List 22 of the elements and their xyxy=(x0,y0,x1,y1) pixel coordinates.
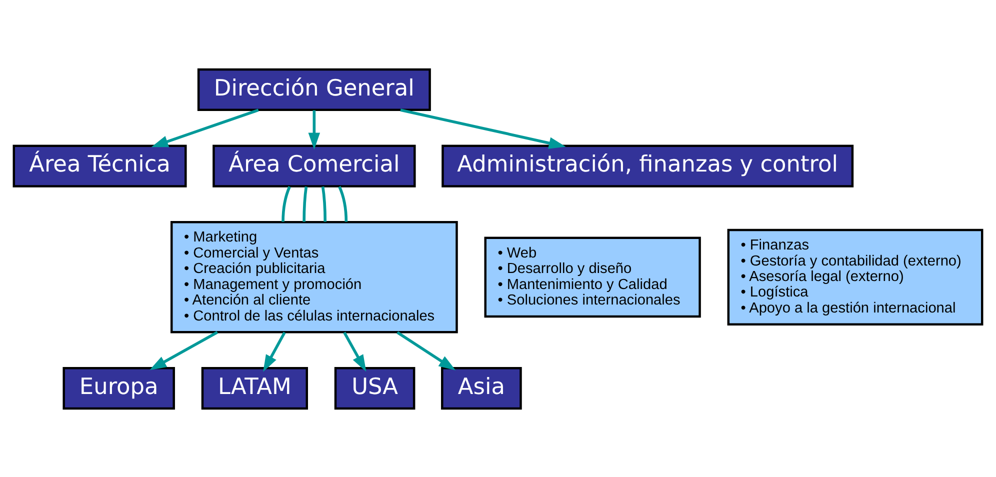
connector xyxy=(321,186,327,222)
node-box: Asia xyxy=(441,366,522,410)
node-box: LATAM xyxy=(201,366,308,410)
arrow xyxy=(263,331,286,372)
node-box: Europa xyxy=(62,366,175,410)
connector xyxy=(302,186,308,222)
connector xyxy=(338,186,348,222)
arrow xyxy=(400,108,566,148)
node-box: Área Técnica xyxy=(12,144,187,187)
node-box: USA xyxy=(334,366,416,410)
arrow xyxy=(396,330,456,370)
node-box: Administración, finanzas y control xyxy=(442,144,854,187)
node-box: Área Comercial xyxy=(212,144,416,187)
node-box: • Finanzas • Gestoría y contabilidad (externo) • Asesoría legal (externo) • Logística • Apoyo a la gestión internacional xyxy=(727,228,984,325)
node-box: • Marketing • Comercial y Ventas • Creación publicitaria • Management y promoción • Atención al cliente • Control de las células internacionales xyxy=(170,220,458,333)
node-box: Dirección General xyxy=(197,68,431,111)
node-box: • Web • Desarrollo y diseño • Mantenimiento y Calidad • Soluciones internacionales xyxy=(484,236,701,318)
arrow xyxy=(343,331,366,372)
arrow xyxy=(308,110,320,150)
connector xyxy=(282,186,291,222)
arrow xyxy=(151,108,259,147)
arrow xyxy=(150,330,218,370)
